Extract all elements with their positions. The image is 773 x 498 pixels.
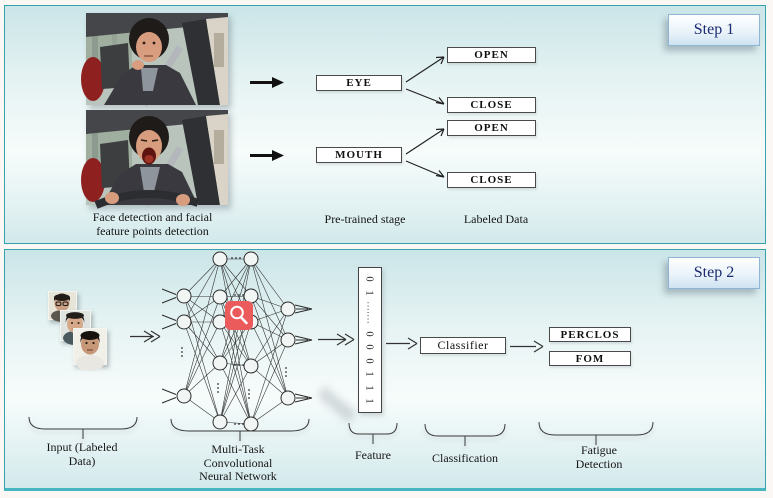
- driver-photo-yawn-art: [81, 110, 228, 209]
- classifier-box: Classifier: [420, 337, 506, 354]
- feature-vector-ellipsis: .......: [365, 301, 375, 325]
- eye-close-box: CLOSE: [447, 97, 536, 113]
- eye-box: EYE: [316, 75, 402, 91]
- fatigue-stage-label: Fatigue Detection: [547, 443, 651, 471]
- step1-caption-line1: Face detection and facial: [92, 210, 213, 224]
- mouth-open-box: OPEN: [447, 120, 536, 136]
- mouth-box: MOUTH: [316, 147, 402, 163]
- feature-vector-cell: 1: [364, 371, 376, 377]
- arrow-photo1-to-eye: [250, 77, 284, 88]
- step1-caption: Face detection and facial feature points…: [55, 210, 250, 238]
- classifier-box-label: Classifier: [437, 338, 489, 352]
- perclos-box-label: PERCLOS: [560, 328, 620, 341]
- feature-vector-cell: 0: [364, 344, 376, 350]
- branch-arrows: [405, 56, 445, 178]
- arrow-classifier-to-outputs: [510, 340, 544, 353]
- magnifier-icon: [225, 301, 253, 330]
- input-brace: [28, 416, 138, 439]
- driver-photo-eyes-art: [81, 13, 228, 107]
- eye-close-label: CLOSE: [470, 99, 513, 111]
- network-stage-label-line2: Convolutional: [203, 455, 273, 470]
- feature-vector-cell: 0: [364, 357, 376, 364]
- mouth-close-label: CLOSE: [470, 174, 513, 186]
- driver-photo-eyes: [81, 13, 228, 107]
- network-stage-label-line3: Neural Network: [199, 469, 277, 483]
- neural-network-graphic: [161, 251, 313, 432]
- fatigue-stage-label-line2: Detection: [575, 456, 623, 471]
- step1-badge-label: Step 1: [693, 21, 735, 38]
- fatigue-stage-label-line1: Fatigue: [581, 443, 617, 457]
- eye-open-label: OPEN: [474, 49, 509, 61]
- step2-badge: Step 2: [668, 257, 760, 289]
- mouth-box-label: MOUTH: [335, 149, 383, 161]
- classification-stage-label: Classification: [432, 451, 498, 465]
- mouth-close-box: CLOSE: [447, 172, 536, 188]
- driver-photo-yawn: [81, 110, 228, 209]
- feature-vector: 0 1 ....... 0 0 0 1 1 1: [358, 267, 382, 413]
- fatigue-brace: [538, 421, 654, 445]
- classification-brace: [424, 423, 506, 446]
- eye-box-label: EYE: [346, 77, 372, 89]
- feature-stage-label: Feature: [355, 448, 391, 462]
- feature-vector-cell: 1: [364, 398, 376, 404]
- input-face-2: [60, 310, 91, 345]
- fom-box: FOM: [549, 351, 631, 366]
- network-brace: [170, 418, 310, 441]
- feature-vector-cell: 0: [364, 330, 376, 337]
- feature-vector-cell: 1: [364, 384, 376, 391]
- input-stage-label: Input (Labeled Data): [22, 440, 142, 468]
- input-stage-label-line2: Data): [68, 453, 96, 468]
- step2-badge-label: Step 2: [693, 264, 735, 281]
- feature-vector-cell: 0: [364, 276, 376, 282]
- step1-caption-line2: feature points detection: [96, 223, 209, 238]
- arrow-network-to-feature: [318, 333, 355, 346]
- network-stage-label: Multi-Task Convolutional Neural Network: [163, 442, 313, 484]
- eye-open-box: OPEN: [447, 47, 536, 63]
- labeled-data-label: Labeled Data: [463, 212, 529, 226]
- arrow-input-to-network: [130, 330, 161, 343]
- input-face-3-art: [74, 329, 106, 371]
- perclos-box: PERCLOS: [549, 327, 631, 342]
- step1-badge: Step 1: [668, 14, 760, 46]
- mouth-open-label: OPEN: [474, 122, 509, 134]
- arrow-feature-to-classifier: [386, 337, 418, 350]
- step2-panel: [4, 249, 766, 491]
- pretrained-stage-label: Pre-trained stage: [324, 212, 406, 226]
- feature-vector-cell: 1: [364, 289, 376, 296]
- network-stage-label-line1: Multi-Task: [211, 442, 265, 456]
- feature-brace: [348, 422, 398, 444]
- arrow-photo2-to-mouth: [250, 150, 284, 161]
- fom-box-label: FOM: [575, 352, 605, 365]
- input-face-3: [73, 328, 107, 371]
- input-stage-label-line1: Input (Labeled: [46, 440, 118, 454]
